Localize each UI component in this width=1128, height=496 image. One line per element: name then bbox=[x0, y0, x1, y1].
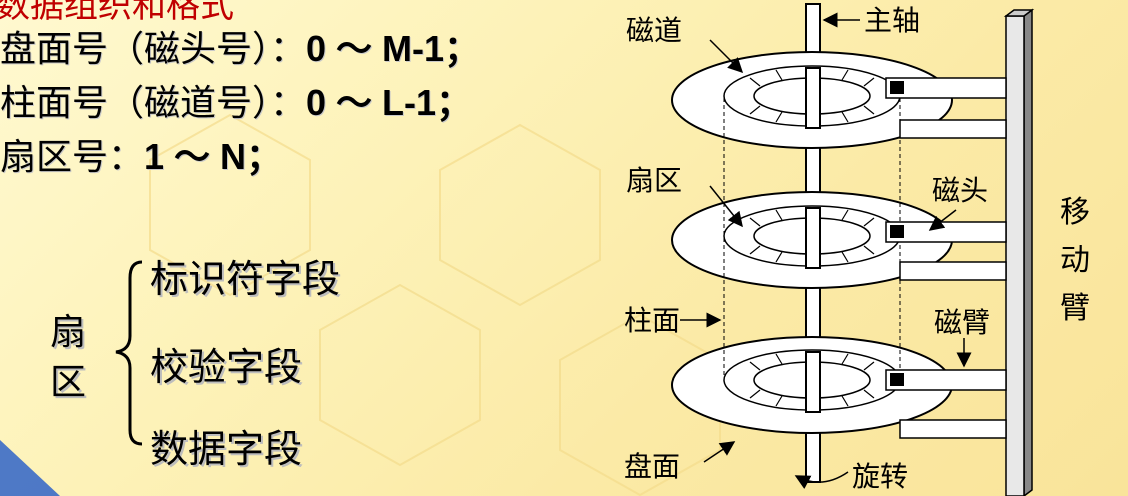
cylinder-number-label: 柱面号（磁道号）： bbox=[0, 83, 307, 124]
label-move-char-1: 移 bbox=[1060, 195, 1090, 230]
label-arm: 磁臂 bbox=[934, 306, 990, 339]
sector-number-range: 1 ～ N； bbox=[144, 136, 283, 177]
label-move-char-2: 动 bbox=[1060, 243, 1090, 278]
corner-decoration bbox=[0, 440, 60, 496]
label-spindle: 主轴 bbox=[864, 4, 920, 37]
platter-bottom bbox=[671, 336, 953, 434]
checksum-field-label: 校验字段 bbox=[150, 345, 303, 389]
platter-top bbox=[671, 51, 953, 149]
label-track: 磁道 bbox=[626, 14, 682, 47]
sector-char-1: 扇 bbox=[50, 312, 87, 353]
label-head: 磁头 bbox=[932, 174, 988, 207]
cylinder-number-range: 0 ～ L-1； bbox=[306, 82, 473, 123]
label-cylinder: 柱面 bbox=[624, 304, 680, 337]
sector-brace bbox=[115, 260, 143, 446]
label-platter: 盘面 bbox=[624, 450, 680, 483]
movable-arm-column bbox=[1003, 8, 1035, 496]
data-field-label: 数据字段 bbox=[150, 427, 303, 471]
sector-char-2: 区 bbox=[50, 362, 87, 403]
platter-number-line: 盘面号（磁头号）：0 ～ M-1； bbox=[0, 20, 480, 72]
platter-number-label: 盘面号（磁头号）： bbox=[0, 29, 307, 70]
annotation-arrows bbox=[680, 12, 972, 489]
platter-number-range: 0 ～ M-1； bbox=[306, 28, 481, 69]
sector-number-line: 扇区号：1 ～ N； bbox=[0, 128, 282, 180]
disk-structure-diagram: 磁道 主轴 扇区 磁头 柱面 磁臂 盘面 旋转 移 动 臂 bbox=[624, 3, 1090, 496]
label-sector: 扇区 bbox=[626, 164, 682, 197]
sector-number-label: 扇区号： bbox=[0, 137, 145, 178]
label-rotation: 旋转 bbox=[852, 460, 908, 493]
cylinder-number-line: 柱面号（磁道号）：0 ～ L-1； bbox=[0, 74, 472, 126]
slide-title: 数据组织和格式 bbox=[0, 0, 234, 26]
identifier-field-label: 标识符字段 bbox=[150, 257, 341, 301]
head-arm-assembly bbox=[885, 77, 1007, 439]
label-move-char-3: 臂 bbox=[1060, 291, 1090, 326]
